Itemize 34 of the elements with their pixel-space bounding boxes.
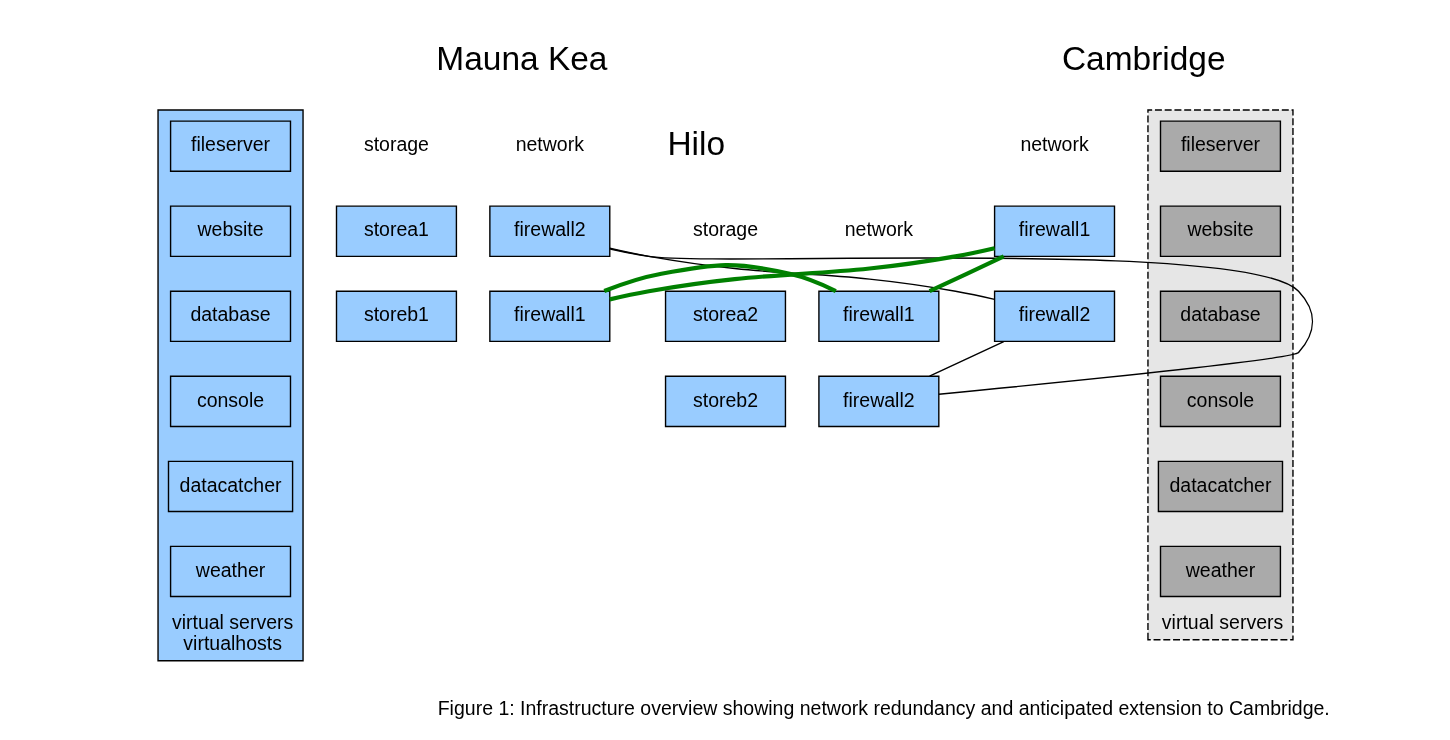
node-box: firewall2 xyxy=(993,290,1115,343)
connector xyxy=(603,263,837,293)
connector xyxy=(928,254,1005,294)
node-box: fileserver xyxy=(1159,120,1281,172)
node-box: database xyxy=(169,290,291,343)
node-box: weather xyxy=(169,545,291,598)
node-box: datacatcher xyxy=(167,460,293,513)
node-box: firewall1 xyxy=(488,290,610,343)
node-box: firewall2 xyxy=(817,375,939,428)
node-box: firewall1 xyxy=(993,205,1115,258)
node-box: datacatcher xyxy=(1157,460,1283,513)
label: network xyxy=(515,133,584,156)
node-box: storea2 xyxy=(664,290,786,343)
node-box: firewall1 xyxy=(817,290,939,343)
label: storage xyxy=(692,218,758,241)
node-box: console xyxy=(169,375,291,428)
node-box: storeb1 xyxy=(335,290,457,343)
node-box: website xyxy=(1159,205,1281,258)
label: storage xyxy=(363,133,429,156)
node-box: fileserver xyxy=(169,120,291,172)
node-box: weather xyxy=(1159,545,1281,598)
node-box: storeb2 xyxy=(664,375,786,428)
caption: Figure 1: Infrastructure overview showing network redundancy and anticipated extension to Cambridge. xyxy=(437,697,1330,720)
label: network xyxy=(1019,133,1089,156)
node-box: website xyxy=(169,205,291,258)
node-box: console xyxy=(1159,375,1281,428)
label: Cambridge xyxy=(1061,39,1226,77)
connector xyxy=(928,340,1004,377)
node-box: storea1 xyxy=(335,205,457,258)
node-box: firewall2 xyxy=(488,205,610,258)
label: network xyxy=(844,218,913,241)
label: Mauna Kea xyxy=(435,39,607,77)
label: Hilo xyxy=(666,124,725,162)
node-box: database xyxy=(1159,290,1281,343)
